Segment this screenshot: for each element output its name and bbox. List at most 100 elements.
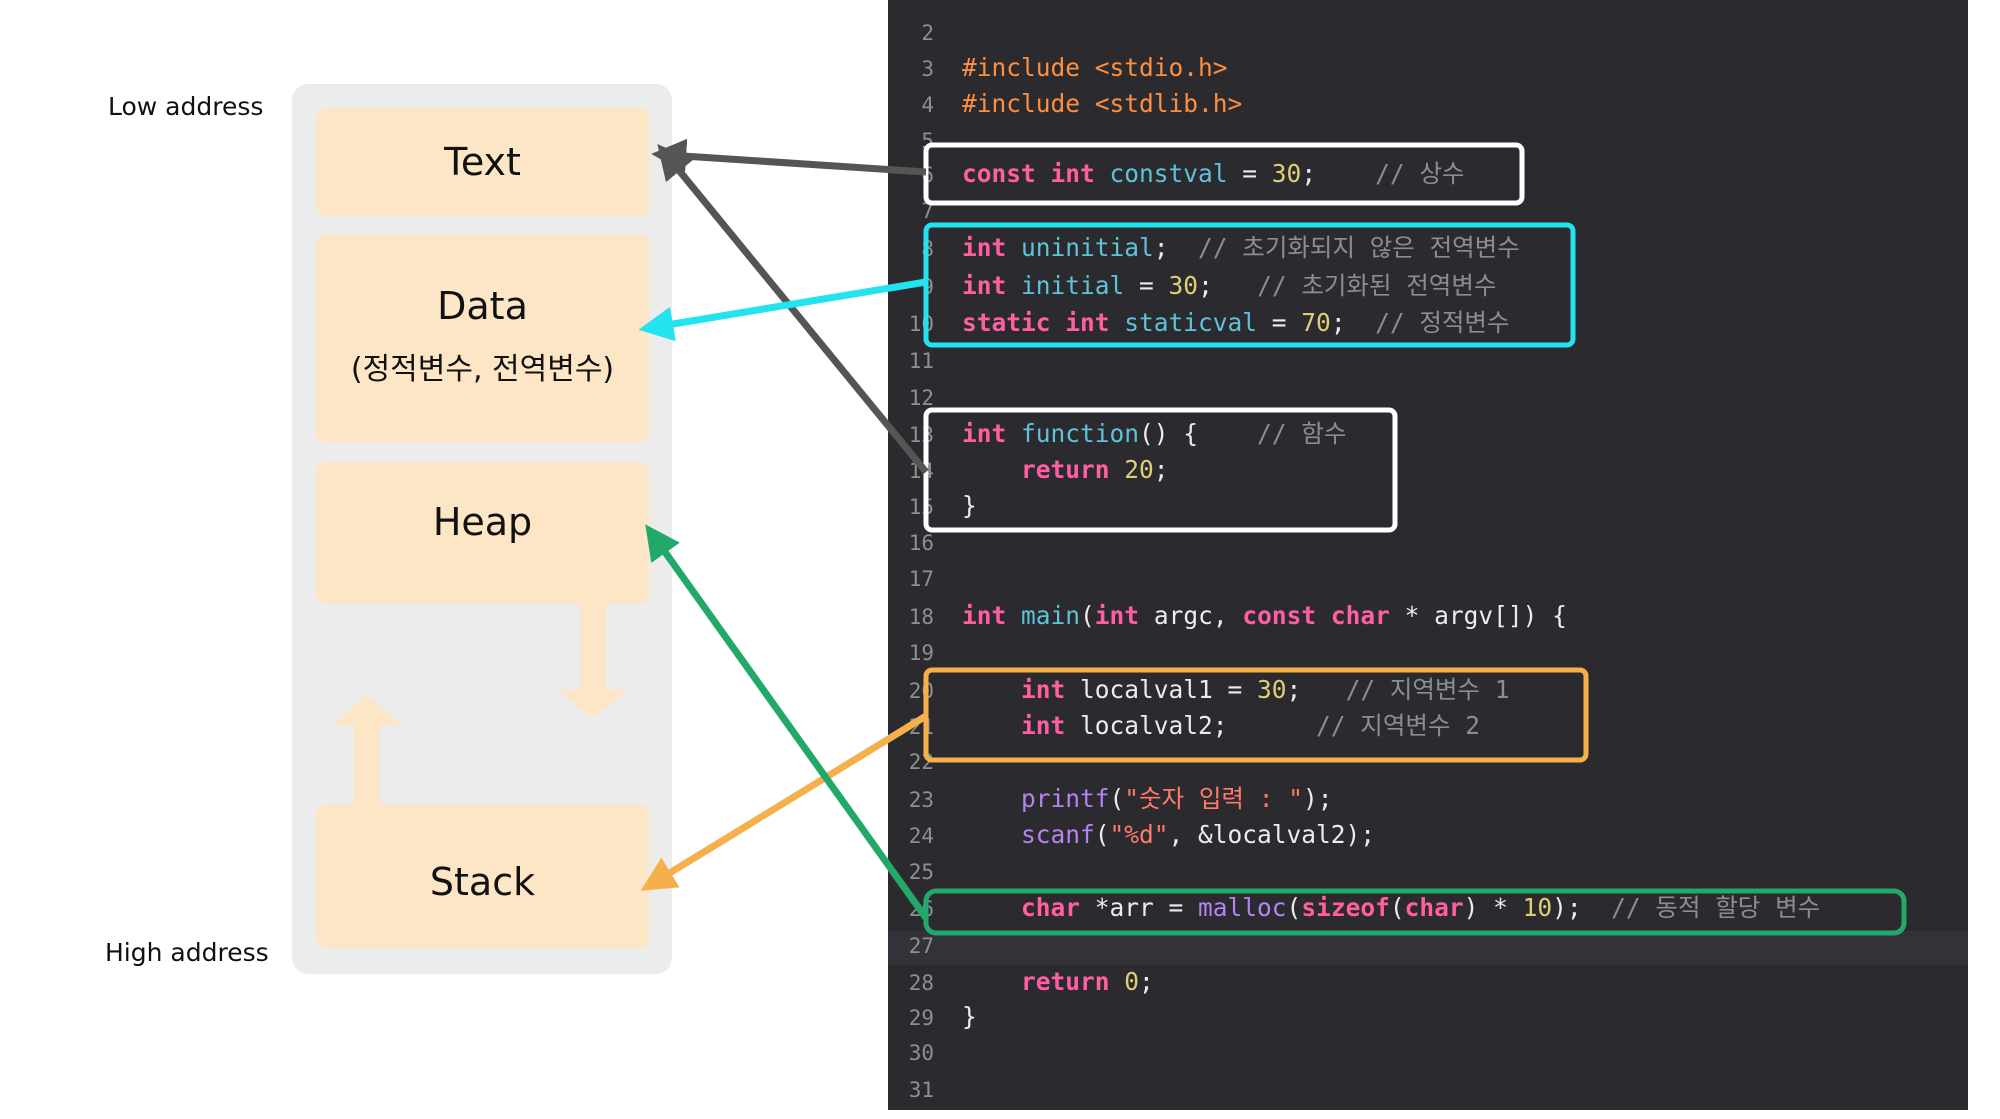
function-highlight-box: [923, 407, 1398, 533]
code-line: 17: [888, 560, 962, 596]
data-segment-subtitle: (정적변수, 전역변수): [350, 352, 615, 387]
const-to-text-arrow: [651, 138, 927, 176]
code-token: // 초기화된 전역변수: [1257, 271, 1497, 300]
code-text: int localval1 = 30; // 지역변수 1: [962, 672, 1509, 708]
code-line: 11: [888, 342, 962, 378]
code-token: localval2;: [1080, 711, 1317, 740]
code-token: scanf: [962, 820, 1095, 849]
code-line: 2: [888, 14, 962, 50]
code-line: 4#include <stdlib.h>: [888, 86, 1242, 122]
code-token: =: [1257, 308, 1302, 337]
text-segment-title: Text: [444, 140, 521, 184]
code-token: // 초기화되지 않은 전역변수: [1198, 233, 1520, 262]
code-token: // 함수: [1257, 419, 1347, 448]
code-token: =: [1124, 271, 1169, 300]
heap-growth-arrow: [558, 604, 628, 718]
code-token: localval1 =: [1080, 675, 1258, 704]
code-token: int: [962, 675, 1081, 704]
code-token: int: [1094, 601, 1154, 630]
code-token: argc,: [1153, 601, 1243, 630]
code-text: return 0;: [962, 964, 1154, 1000]
code-token: ;: [1330, 308, 1376, 337]
code-text: #include <stdlib.h>: [962, 86, 1242, 122]
code-token: sizeof: [1301, 893, 1390, 922]
code-token: 10: [1522, 893, 1553, 922]
code-token: int: [962, 271, 1022, 300]
code-line: 28 return 0;: [888, 964, 1154, 1000]
code-token: ) *: [1463, 893, 1523, 922]
code-token: 20: [1124, 455, 1154, 484]
code-token: ;: [1198, 271, 1258, 300]
line-number: 2: [921, 21, 934, 45]
code-token: return: [962, 967, 1125, 996]
code-token: int: [962, 233, 1022, 262]
line-number: 25: [908, 860, 934, 884]
stack-growth-arrow: [332, 695, 402, 804]
code-text: }: [962, 488, 977, 524]
heap-segment-title: Heap: [432, 500, 533, 544]
low-address-label: Low address: [108, 92, 264, 121]
code-token: char: [962, 893, 1095, 922]
code-token: (: [1094, 820, 1110, 849]
text-segment: Text: [316, 108, 649, 216]
data-segment-title: Data: [437, 284, 528, 328]
global-vars-highlight-box: [923, 222, 1576, 348]
code-token: }: [962, 1002, 977, 1031]
code-line: 27: [888, 927, 962, 963]
code-line: 12: [888, 379, 962, 415]
function-to-text-arrow: [657, 144, 929, 475]
code-token: #include <stdlib.h>: [962, 89, 1243, 118]
local-vars-highlight-box: [923, 667, 1589, 763]
code-token: // 정적변수: [1375, 308, 1510, 337]
code-token: "숫자 입력 : ": [1124, 784, 1303, 813]
code-text: }: [962, 999, 977, 1035]
code-token: );: [1302, 784, 1333, 813]
locals-to-stack-arrow: [640, 713, 928, 891]
code-editor: [888, 0, 1968, 1110]
code-token: const char: [1242, 601, 1405, 630]
code-token: 30: [1168, 271, 1199, 300]
code-token: // 동적 할당 변수: [1611, 893, 1821, 922]
code-token: ;: [1286, 675, 1346, 704]
code-token: 30: [1257, 675, 1287, 704]
code-token: ;: [1301, 159, 1376, 188]
code-text: printf("숫자 입력 : ");: [962, 781, 1332, 817]
code-token: // 지역변수 2: [1316, 711, 1480, 740]
code-line: 16: [888, 524, 962, 560]
code-token: int: [962, 601, 1022, 630]
code-line: 25: [888, 853, 962, 889]
code-token: char: [1404, 893, 1464, 922]
code-token: =: [1227, 159, 1272, 188]
line-number: 29: [908, 1006, 934, 1030]
code-token: () {: [1139, 419, 1258, 448]
code-token: * argv[]) {: [1404, 601, 1567, 630]
code-token: int: [962, 419, 1022, 448]
code-line: 14 return 20;: [888, 452, 1169, 488]
code-token: static int: [962, 308, 1125, 337]
code-text: int uninitial; // 초기화되지 않은 전역변수: [962, 230, 1520, 266]
code-token: ;: [1139, 967, 1154, 996]
code-token: 30: [1271, 159, 1302, 188]
code-text: char *arr = malloc(sizeof(char) * 10); /…: [962, 890, 1820, 926]
line-number: 13: [908, 423, 934, 447]
code-token: ;: [1153, 233, 1199, 262]
code-text: static int staticval = 70; // 정적변수: [962, 305, 1510, 341]
code-line: 20 int localval1 = 30; // 지역변수 1: [888, 672, 1510, 708]
line-number: 19: [908, 641, 934, 665]
code-line: 21 int localval2; // 지역변수 2: [888, 708, 1480, 744]
code-token: int: [962, 711, 1081, 740]
code-token: (: [1109, 784, 1125, 813]
code-token: // 지역변수 1: [1345, 675, 1510, 704]
line-number: 16: [908, 531, 934, 555]
code-line: 30: [888, 1034, 962, 1070]
globals-to-data-arrow: [638, 278, 927, 342]
code-text: const int constval = 30; // 상수: [962, 156, 1464, 192]
code-text: #include <stdio.h>: [962, 50, 1228, 86]
current-line-highlight: [888, 931, 1968, 965]
